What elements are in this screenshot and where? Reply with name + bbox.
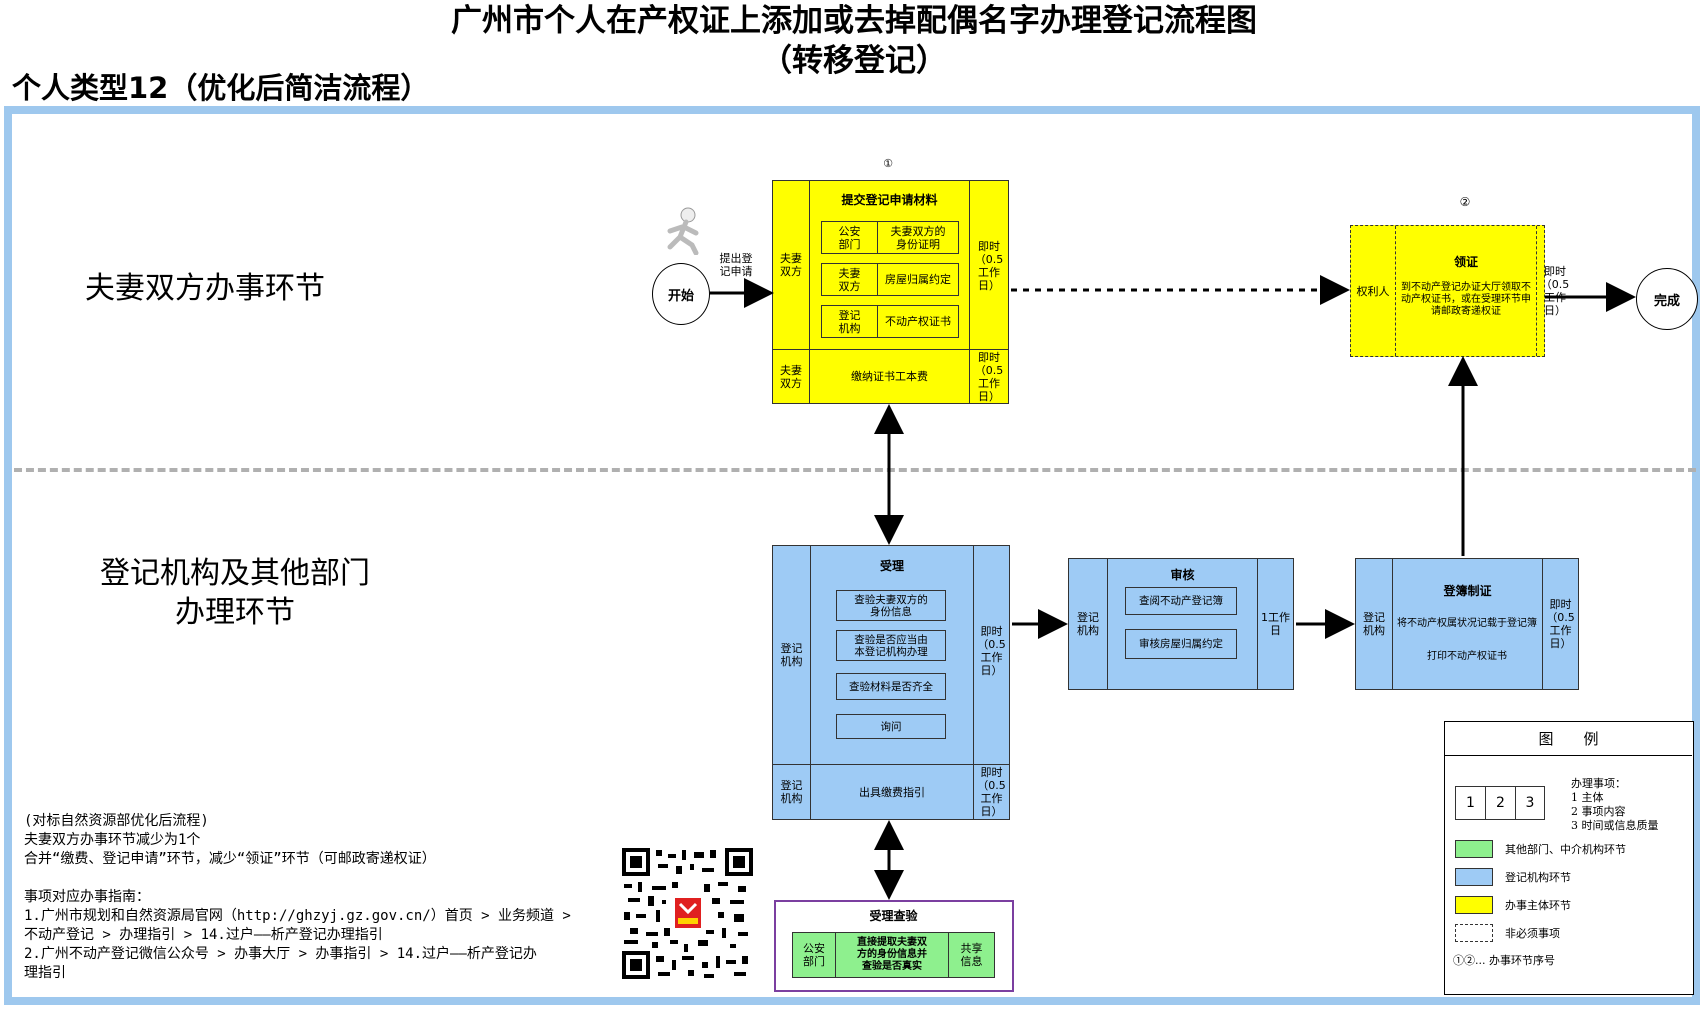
review-time: 1工作 日: [1261, 611, 1290, 637]
legend-seq-label: ①②... 办事环节序号: [1453, 954, 1555, 967]
note-line: 合并“缴费、登记申请”环节，减少“领证”环节（可邮政寄递权证）: [24, 851, 436, 867]
review-subject: 登记 机构: [1077, 611, 1099, 637]
submit-heading: 提交登记申请材料: [841, 192, 938, 207]
legend-yellow-swatch: [1455, 896, 1493, 914]
accept-item-identity: 查验夫妻双方的 身份信息: [836, 590, 946, 621]
submit-item-id-proof: 公安 部门 夫妻双方的 身份证明: [821, 221, 959, 254]
fee-subject: 夫妻 双方: [780, 363, 802, 390]
register-box: 登记 机构 登簿制证 将不动产权属状况记载于登记簿 打印不动产权证书 即时 （0…: [1355, 558, 1579, 690]
accept-subject: 登记 机构: [780, 642, 803, 668]
step-marker-1: ①: [883, 156, 893, 170]
legend-items-title: 办理事项：: [1571, 777, 1626, 790]
review-box: 登记 机构 审核 查阅不动产登记簿 审核房屋归属约定 1工作 日: [1068, 558, 1294, 690]
note-line: [24, 869, 614, 888]
review-item-agreement: 审核房屋归属约定: [1125, 629, 1237, 659]
collect-content: 到不动产登记办证大厅领取不动产权证书，或在受理环节申请邮政寄递权证: [1401, 282, 1531, 317]
verify-quality: 共享 信息: [960, 942, 983, 968]
lane-label-agencies-1: 登记机构及其他部门: [100, 556, 370, 591]
legend-blue-swatch: [1455, 868, 1493, 886]
register-content-print: 打印不动产权证书: [1427, 650, 1507, 662]
accept-time: 即时 （0.5 工作 日）: [977, 625, 1006, 677]
register-heading: 登簿制证: [1443, 583, 1492, 598]
finish-node: 完成: [1636, 268, 1698, 330]
lane-label-applicants: 夫妻双方办事环节: [85, 271, 325, 306]
submit-item-certificate: 登记 机构 不动产权证书: [821, 305, 959, 338]
submit-application-label: 提出登 记申请: [719, 252, 753, 278]
legend-item-time: 3 时间或信息质量: [1571, 819, 1659, 832]
note-line: 1.广州市规划和自然资源局官网（http://ghzyj.gz.gov.cn/）…: [24, 908, 571, 924]
submit-subject: 夫妻 双方: [780, 252, 802, 278]
accept-item-completeness: 查验材料是否齐全: [836, 673, 946, 700]
legend-green-label: 其他部门、中介机构环节: [1505, 843, 1626, 856]
verify-inner: 公安 部门 直接提取夫妻双 方的身份信息并 查验是否真实 共享 信息: [792, 932, 995, 978]
verify-content: 直接提取夫妻双 方的身份信息并 查验是否真实: [857, 937, 927, 972]
submit-time: 即时 （0.5 工作 日）: [974, 240, 1004, 292]
lane-divider: [14, 468, 1696, 472]
step-marker-2: ②: [1459, 194, 1471, 209]
flow-type-label: 个人类型12（优化后简洁流程）: [12, 71, 430, 105]
lane-label-agencies-2: 办理环节: [175, 595, 295, 630]
note-line: 理指引: [24, 965, 66, 981]
guide-time: 即时 （0.5 工作 日）: [977, 766, 1006, 818]
verify-box: 受理查验 公安 部门 直接提取夫妻双 方的身份信息并 查验是否真实 共享 信息: [774, 900, 1014, 992]
register-subject: 登记 机构: [1363, 611, 1385, 637]
note-line: 2.广州不动产登记微信公众号 > 办事大厅 > 办事指引 > 14.过户——析产…: [24, 946, 537, 962]
guide-content: 出具缴费指引: [859, 785, 925, 799]
legend-green-swatch: [1455, 840, 1493, 858]
submit-item-ownership-agreement: 夫妻 双方 房屋归属约定: [821, 263, 959, 296]
accept-box: 登记 机构 受理 查验夫妻双方的 身份信息 查验是否应当由 本登记机构办理 查验…: [772, 545, 1010, 820]
note-line: 事项对应办事指南：: [24, 889, 150, 905]
legend-blue-label: 登记机构环节: [1505, 871, 1571, 884]
review-item-registry: 查阅不动产登记簿: [1125, 587, 1237, 615]
fee-content: 缴纳证书工本费: [851, 370, 928, 383]
legend-item-subject: 1 主体: [1571, 791, 1604, 804]
verify-heading: 受理查验: [869, 908, 918, 923]
note-line: 夫妻双方办事环节减少为1个: [24, 832, 201, 848]
runner-icon: [667, 207, 699, 255]
collect-certificate-box: 权利人 领证 到不动产登记办证大厅领取不动产权证书，或在受理环节申请邮政寄递权证…: [1350, 225, 1569, 357]
fee-time: 即时 （0.5 工作 日）: [974, 350, 1004, 403]
accept-item-jurisdiction: 查验是否应当由 本登记机构办理: [836, 630, 946, 661]
note-line: (对标自然资源部优化后流程): [24, 813, 209, 829]
start-node: 开始: [652, 263, 710, 325]
legend-dashed-swatch: [1455, 924, 1493, 942]
page-title-line2: （转移登记）: [761, 43, 947, 79]
note-line: 不动产登记 > 办理指引 > 14.过户——析产登记办理指引: [24, 927, 383, 943]
page-title: 广州市个人在产权证上添加或去掉配偶名字办理登记流程图: [451, 3, 1257, 39]
legend-title: 图 例: [1538, 730, 1599, 748]
legend-yellow-label: 办事主体环节: [1505, 899, 1571, 912]
register-content-record: 将不动产权属状况记载于登记簿: [1397, 618, 1537, 629]
verify-dept: 公安 部门: [803, 942, 825, 968]
legend-item-content: 2 事项内容: [1571, 805, 1626, 818]
register-time: 即时 （0.5 工作 日）: [1546, 598, 1575, 650]
accept-item-inquiry: 询问: [836, 714, 946, 739]
notes-block: (对标自然资源部优化后流程) 夫妻双方办事环节减少为1个 合并“缴费、登记申请”…: [24, 812, 614, 983]
legend-numbered-box: 1 2 3: [1455, 786, 1545, 820]
collect-subject: 权利人: [1356, 284, 1390, 298]
review-heading: 审核: [1170, 567, 1195, 582]
collect-heading: 领证: [1453, 254, 1478, 269]
submit-application-box: 夫妻 双方 提交登记申请材料 公安 部门 夫妻双方的 身份证明 夫妻 双方 房屋…: [772, 180, 1009, 404]
qr-code-icon: [622, 848, 753, 979]
legend-dashed-label: 非必须事项: [1505, 927, 1560, 940]
guide-subject: 登记 机构: [780, 779, 803, 805]
accept-heading: 受理: [879, 558, 904, 573]
legend: 图 例 1 2 3 办理事项： 1 主体 2 事项内容 3 时间或信息质量 其他…: [1444, 721, 1694, 995]
